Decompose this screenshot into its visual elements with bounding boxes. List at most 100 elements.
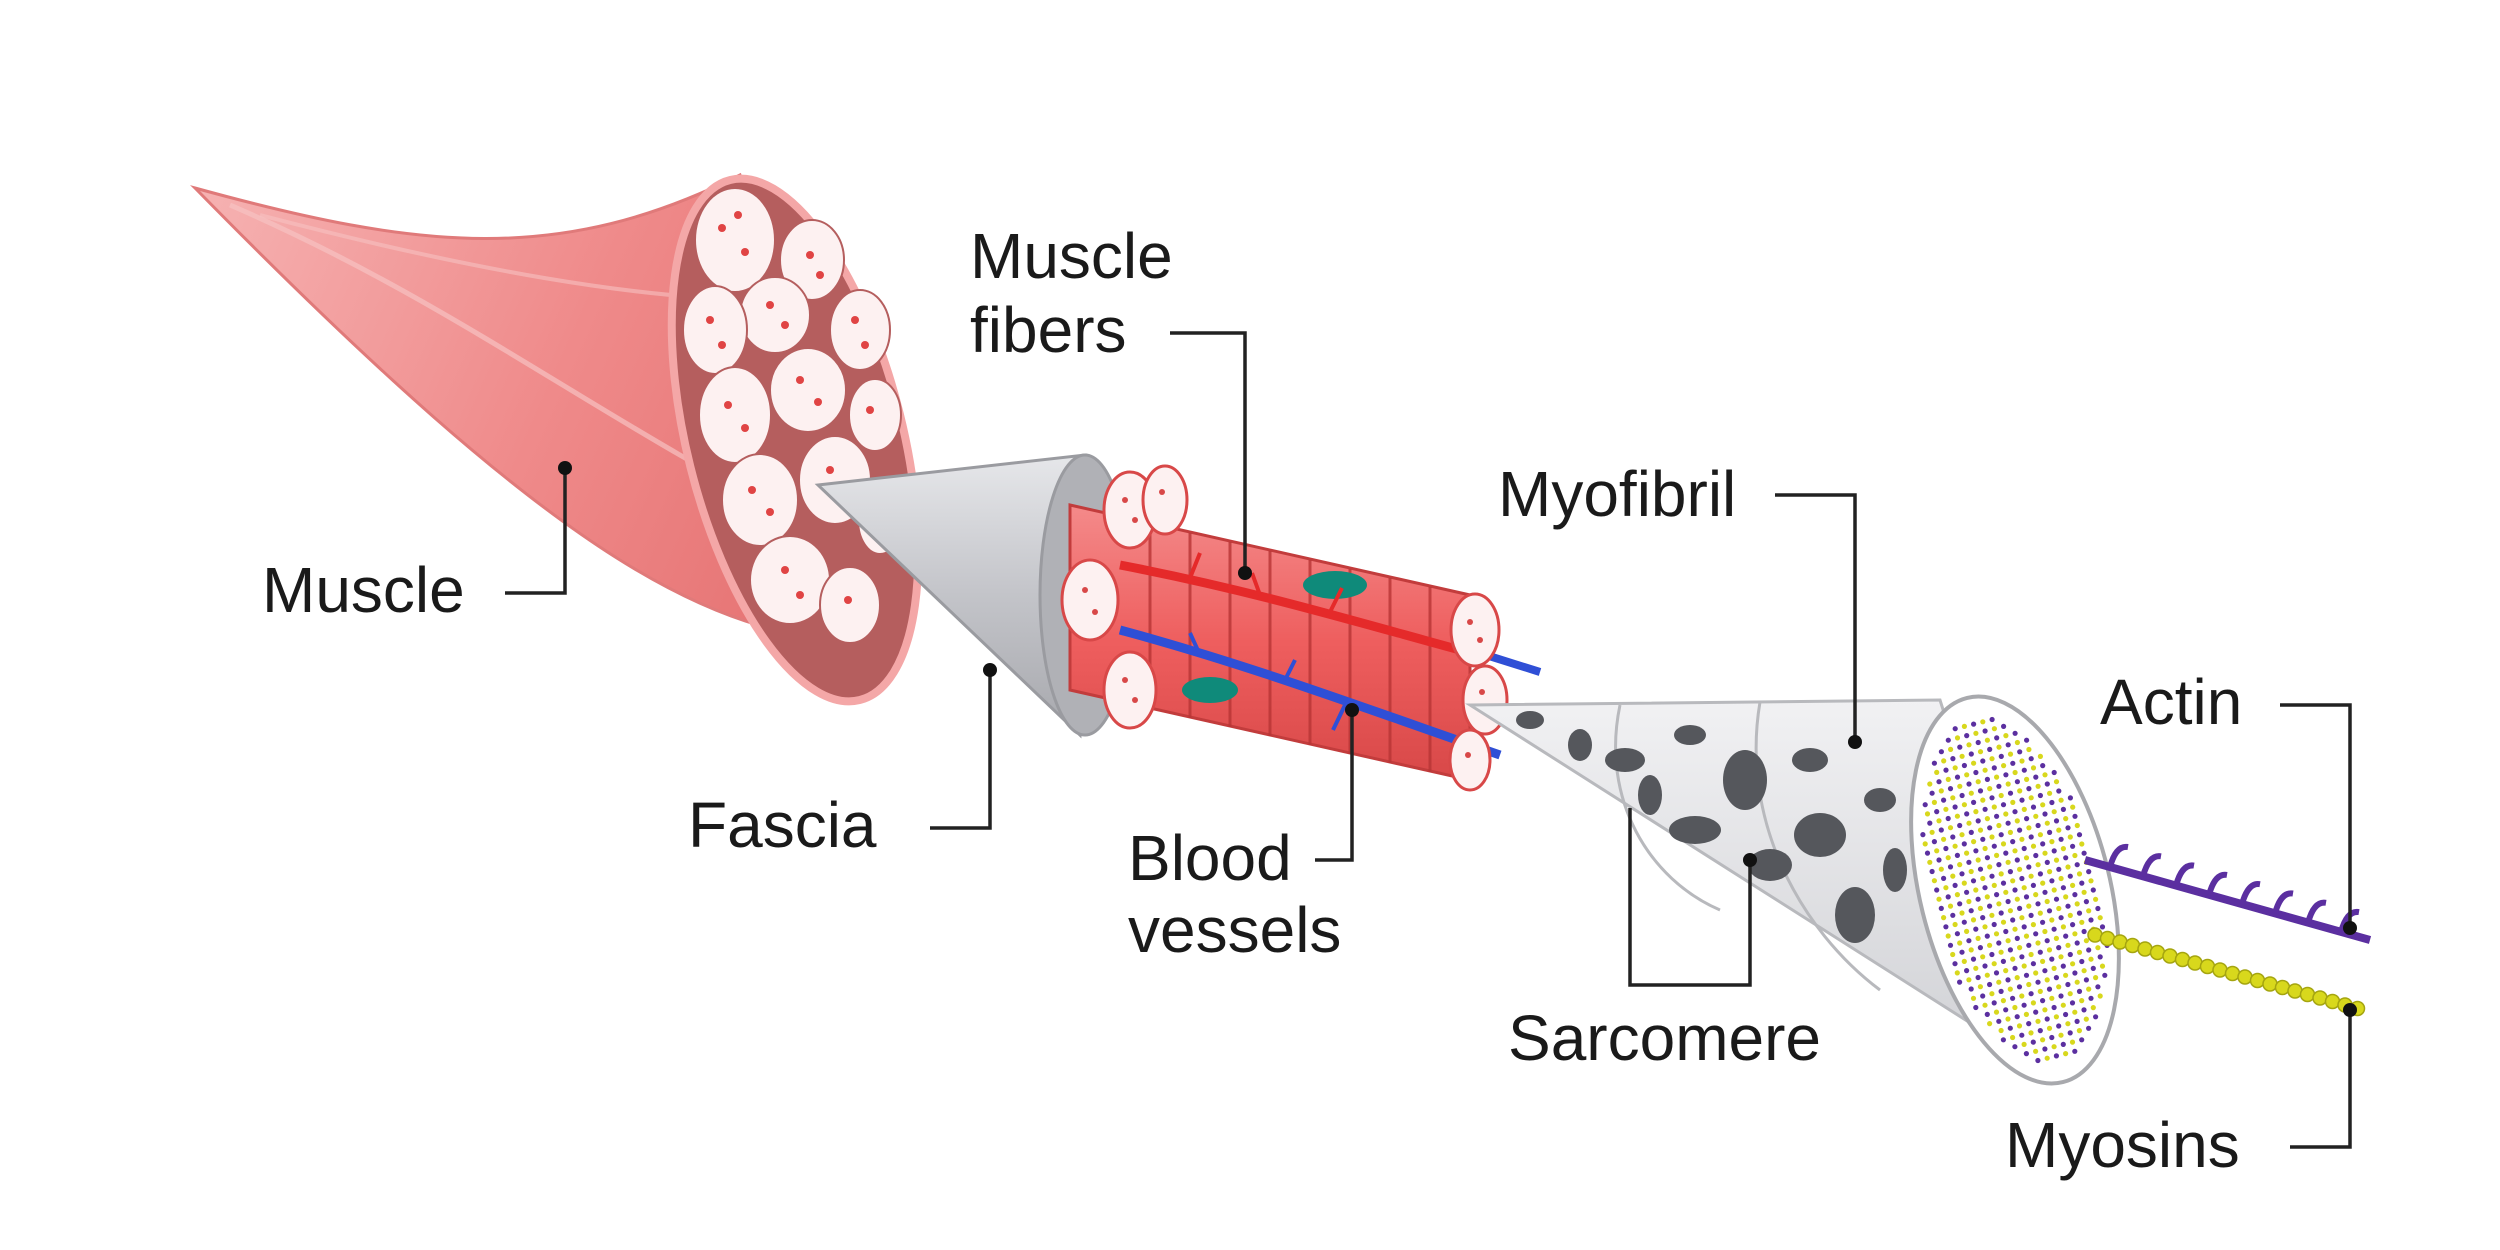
filament-dot	[2053, 1053, 2059, 1059]
filament-dot	[2076, 988, 2083, 995]
filament-dot	[2035, 862, 2041, 868]
filament-dot	[2081, 1007, 2087, 1013]
filament-dot	[2060, 846, 2066, 852]
filament-dot	[2024, 776, 2030, 783]
filament-dot	[1931, 760, 1937, 766]
filament-dot	[2003, 889, 2009, 895]
filament-dot	[2000, 841, 2007, 847]
filament-dot	[2060, 924, 2066, 930]
filament-dot	[2056, 945, 2062, 951]
filament-dot	[1954, 852, 1960, 859]
actin-spur	[2239, 881, 2261, 906]
filament-dot	[1968, 947, 1974, 953]
filament-dot	[1973, 809, 1979, 815]
filament-dot	[2026, 1021, 2032, 1027]
filament-dot	[2014, 935, 2020, 942]
filament-dot	[1975, 935, 1981, 942]
filament-dot	[2007, 869, 2013, 875]
filament-dot	[1977, 827, 1984, 833]
filament-dot	[2051, 848, 2057, 854]
filament-dot	[2086, 908, 2092, 914]
label-muscle-fibers-line2: fibers	[970, 294, 1127, 366]
filament-dot	[2010, 995, 2016, 1001]
filament-dot	[1993, 1009, 2000, 1015]
filament-dot	[2060, 1002, 2066, 1008]
filament-dot	[2051, 1004, 2057, 1011]
filament-dot	[1975, 974, 1981, 981]
filament-dot	[1973, 1004, 1979, 1011]
filament-dot	[2010, 760, 2016, 766]
filament-dot	[2005, 898, 2011, 905]
filament-dot	[2024, 816, 2030, 822]
filament-dot	[2023, 894, 2030, 900]
filament-dot	[1977, 905, 1983, 912]
filament-dot	[1973, 848, 1979, 854]
filament-dot	[2083, 899, 2089, 905]
filament-dot	[2035, 783, 2041, 789]
filament-dot	[2000, 958, 2006, 965]
filament-dot	[1980, 993, 1986, 999]
filament-dot	[1993, 931, 2000, 937]
filament-dot	[1957, 901, 1963, 907]
filament-dot	[1975, 896, 1981, 902]
filament-dot	[2000, 998, 2006, 1004]
filament-dot	[2033, 813, 2039, 819]
filament-dot	[1984, 933, 1990, 939]
filament-dot	[1966, 977, 1972, 983]
filament-dot	[1931, 799, 1937, 806]
filament-dot	[2037, 910, 2043, 916]
filament-dot	[2042, 811, 2048, 817]
filament-dot	[1929, 829, 1935, 835]
filament-dot	[1994, 892, 2000, 898]
filament-dot	[1964, 889, 1970, 895]
filament-dot	[2076, 910, 2083, 916]
filament-dot	[2040, 1037, 2046, 1043]
filament-dot	[1991, 961, 1997, 967]
filament-dot	[1961, 841, 1967, 847]
filament-dot	[1991, 726, 1997, 732]
filament-dot	[2033, 892, 2039, 898]
filament-dot	[2010, 917, 2016, 923]
filament-dot	[2079, 919, 2085, 925]
filament-dot	[2079, 1037, 2085, 1043]
filament-dot	[2074, 979, 2080, 985]
myofibril-illustration	[1464, 694, 2121, 1086]
filament-dot	[2063, 816, 2069, 822]
filament-dot	[2058, 954, 2064, 960]
filament-dot	[2044, 938, 2050, 944]
filament-dot	[2037, 792, 2043, 799]
filament-dot	[1927, 820, 1933, 826]
filament-dot	[1964, 928, 1970, 935]
filament-dot	[2033, 1009, 2039, 1015]
filament-dot	[1975, 818, 1981, 824]
filament-dot	[2070, 961, 2076, 967]
filament-dot	[2042, 772, 2048, 778]
filament-dot	[2010, 1034, 2016, 1041]
filament-dot	[2021, 1041, 2027, 1047]
filament-dot	[1966, 898, 1972, 905]
filament-dot	[2021, 806, 2027, 813]
filament-dot	[2056, 905, 2062, 912]
filament-dot	[2007, 986, 2013, 992]
filament-dot	[2037, 832, 2043, 838]
filament-dot	[1934, 809, 1940, 815]
filament-dot	[1966, 938, 1972, 944]
filament-dot	[2021, 885, 2027, 891]
filament-dot	[2012, 887, 2018, 893]
filament-dot	[1950, 951, 1956, 958]
filament-dot	[1924, 811, 1931, 817]
filament-dot	[1968, 829, 1974, 836]
filament-dot	[1929, 868, 1935, 875]
filament-dot	[2005, 742, 2011, 748]
filament-dot	[2067, 912, 2073, 919]
filament-dot	[2049, 995, 2055, 1001]
filament-dot	[2099, 963, 2106, 969]
filament-dot	[2072, 970, 2078, 976]
filament-dot	[1952, 726, 1958, 732]
filament-dot	[2069, 1039, 2076, 1045]
filament-dot	[2074, 940, 2080, 946]
filament-dot	[2046, 947, 2053, 953]
filament-dot	[2037, 871, 2043, 877]
filament-dot	[2042, 928, 2048, 935]
filament-dot	[2056, 866, 2062, 872]
